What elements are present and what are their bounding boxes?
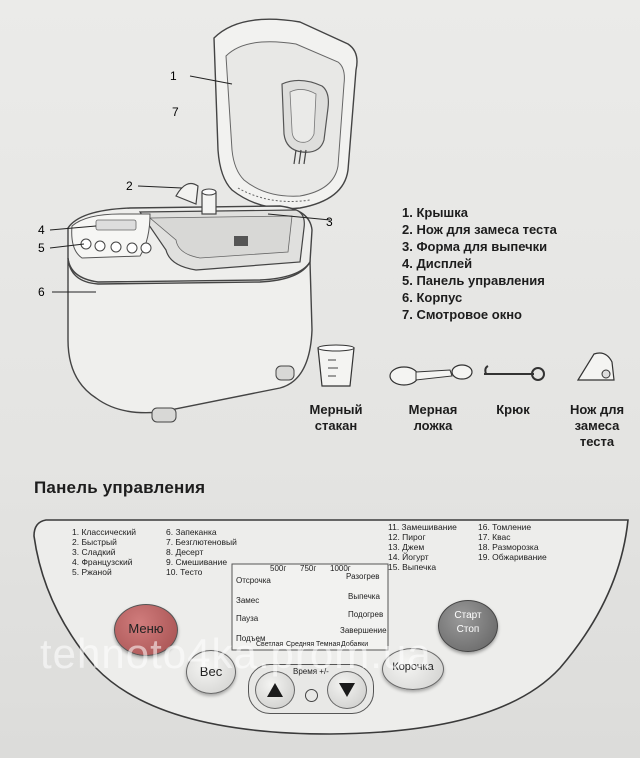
stop-label: Стоп (456, 624, 480, 635)
program-item: 12. Пирог (388, 532, 426, 542)
legend-item: 2. Нож для замеса теста (402, 222, 557, 237)
weight-750: 750г (300, 564, 317, 573)
program-item: 19. Обжаривание (478, 552, 547, 562)
arrow-up-icon (267, 683, 283, 697)
hook-icon (484, 365, 545, 381)
program-item: 6. Запеканка (166, 527, 217, 537)
display-label-done: Завершение (340, 626, 387, 635)
display-label-bake: Выпечка (348, 592, 380, 601)
measuring-spoon-icon (389, 364, 473, 386)
control-panel-outline (33, 519, 629, 735)
bread-maker-illustration: 1 7 2 3 4 5 6 (38, 18, 358, 423)
program-item: 11. Замешивание (388, 522, 457, 532)
callout-7: 7 (172, 105, 179, 119)
legend-item: 5. Панель управления (402, 273, 545, 288)
callout-3: 3 (326, 215, 333, 229)
program-item: 17. Квас (478, 532, 511, 542)
legend-item: 7. Смотровое окно (402, 307, 522, 322)
measuring-cup-icon (317, 344, 355, 387)
program-item: 13. Джем (388, 542, 425, 552)
accessory-hook-label: Крюк (496, 402, 530, 417)
display-label-pause: Пауза (236, 614, 259, 623)
parts-legend: 1. Крышка 2. Нож для замеса теста 3. Фор… (402, 204, 557, 323)
callout-1: 1 (170, 69, 177, 83)
callout-5: 5 (38, 241, 45, 255)
programs-column-4: 16. Томление 17. Квас 18. Разморозка 19.… (478, 522, 547, 562)
arrow-down-icon (339, 683, 355, 697)
menu-button[interactable]: Меню (114, 604, 178, 656)
crust-dark: Темная (316, 641, 341, 648)
crust-button-label: Корочка (392, 661, 434, 673)
weight-500: 500г (270, 564, 287, 573)
legend-item: 6. Корпус (402, 290, 463, 305)
program-item: 15. Выпечка (388, 562, 437, 572)
program-item: 18. Разморозка (478, 542, 539, 552)
program-item: 2. Быстрый (72, 537, 117, 547)
programs-column-1: 1. Классический 2. Быстрый 3. Сладкий 4.… (72, 527, 136, 577)
accessory-measuring-spoon-label: Мерная ложка (408, 402, 458, 433)
program-item: 9. Смешивание (166, 557, 228, 567)
program-item: 4. Французский (72, 557, 133, 567)
callout-6: 6 (38, 285, 45, 299)
program-item: 7. Безглютеновый (166, 537, 237, 547)
display-label-delay: Отсрочка (236, 576, 271, 585)
program-item: 5. Ржаной (72, 567, 112, 577)
menu-button-label: Меню (128, 621, 164, 636)
start-stop-button[interactable]: Старт Стоп (438, 600, 498, 652)
program-item: 16. Томление (478, 522, 532, 532)
callout-2: 2 (126, 179, 133, 193)
display-label-warm: Подогрев (348, 610, 384, 619)
clock-icon (305, 689, 318, 702)
control-panel-title: Панель управления (34, 478, 206, 497)
program-item: 8. Десерт (166, 547, 204, 557)
weight-button[interactable]: Вес (186, 650, 236, 694)
start-label: Старт (454, 610, 482, 621)
program-item: 14. Йогурт (388, 552, 429, 562)
callout-4: 4 (38, 223, 45, 237)
programs-column-3: 11. Замешивание 12. Пирог 13. Джем 14. Й… (388, 522, 457, 572)
accessory-blade-label: Нож для замеса теста (569, 402, 625, 449)
time-down-button[interactable] (255, 671, 295, 709)
time-label: Время +/- (293, 667, 329, 676)
kneading-blade-icon (576, 352, 615, 381)
add-ingredients: Добавки (341, 641, 369, 648)
legend-item: 4. Дисплей (402, 256, 473, 271)
weight-1000: 1000г (330, 564, 351, 573)
accessory-measuring-cup-label: Мерный стакан (309, 402, 363, 433)
display-label-preheat: Разогрев (346, 572, 380, 581)
time-control: Время +/- (248, 664, 374, 714)
display-label-rise: Подъем (236, 634, 266, 643)
display-label-knead: Замес (236, 596, 260, 605)
program-item: 10. Тесто (166, 567, 203, 577)
crust-button[interactable]: Корочка (382, 648, 444, 690)
weight-button-label: Вес (199, 664, 223, 679)
legend-item: 1. Крышка (402, 205, 469, 220)
crust-medium: Средняя (286, 641, 315, 648)
time-up-button[interactable] (327, 671, 367, 709)
program-item: 3. Сладкий (72, 547, 116, 557)
program-item: 1. Классический (72, 527, 136, 537)
legend-item: 3. Форма для выпечки (402, 239, 548, 254)
programs-column-2: 6. Запеканка 7. Безглютеновый 8. Десерт … (166, 527, 237, 577)
crust-light: Светлая (256, 641, 284, 648)
